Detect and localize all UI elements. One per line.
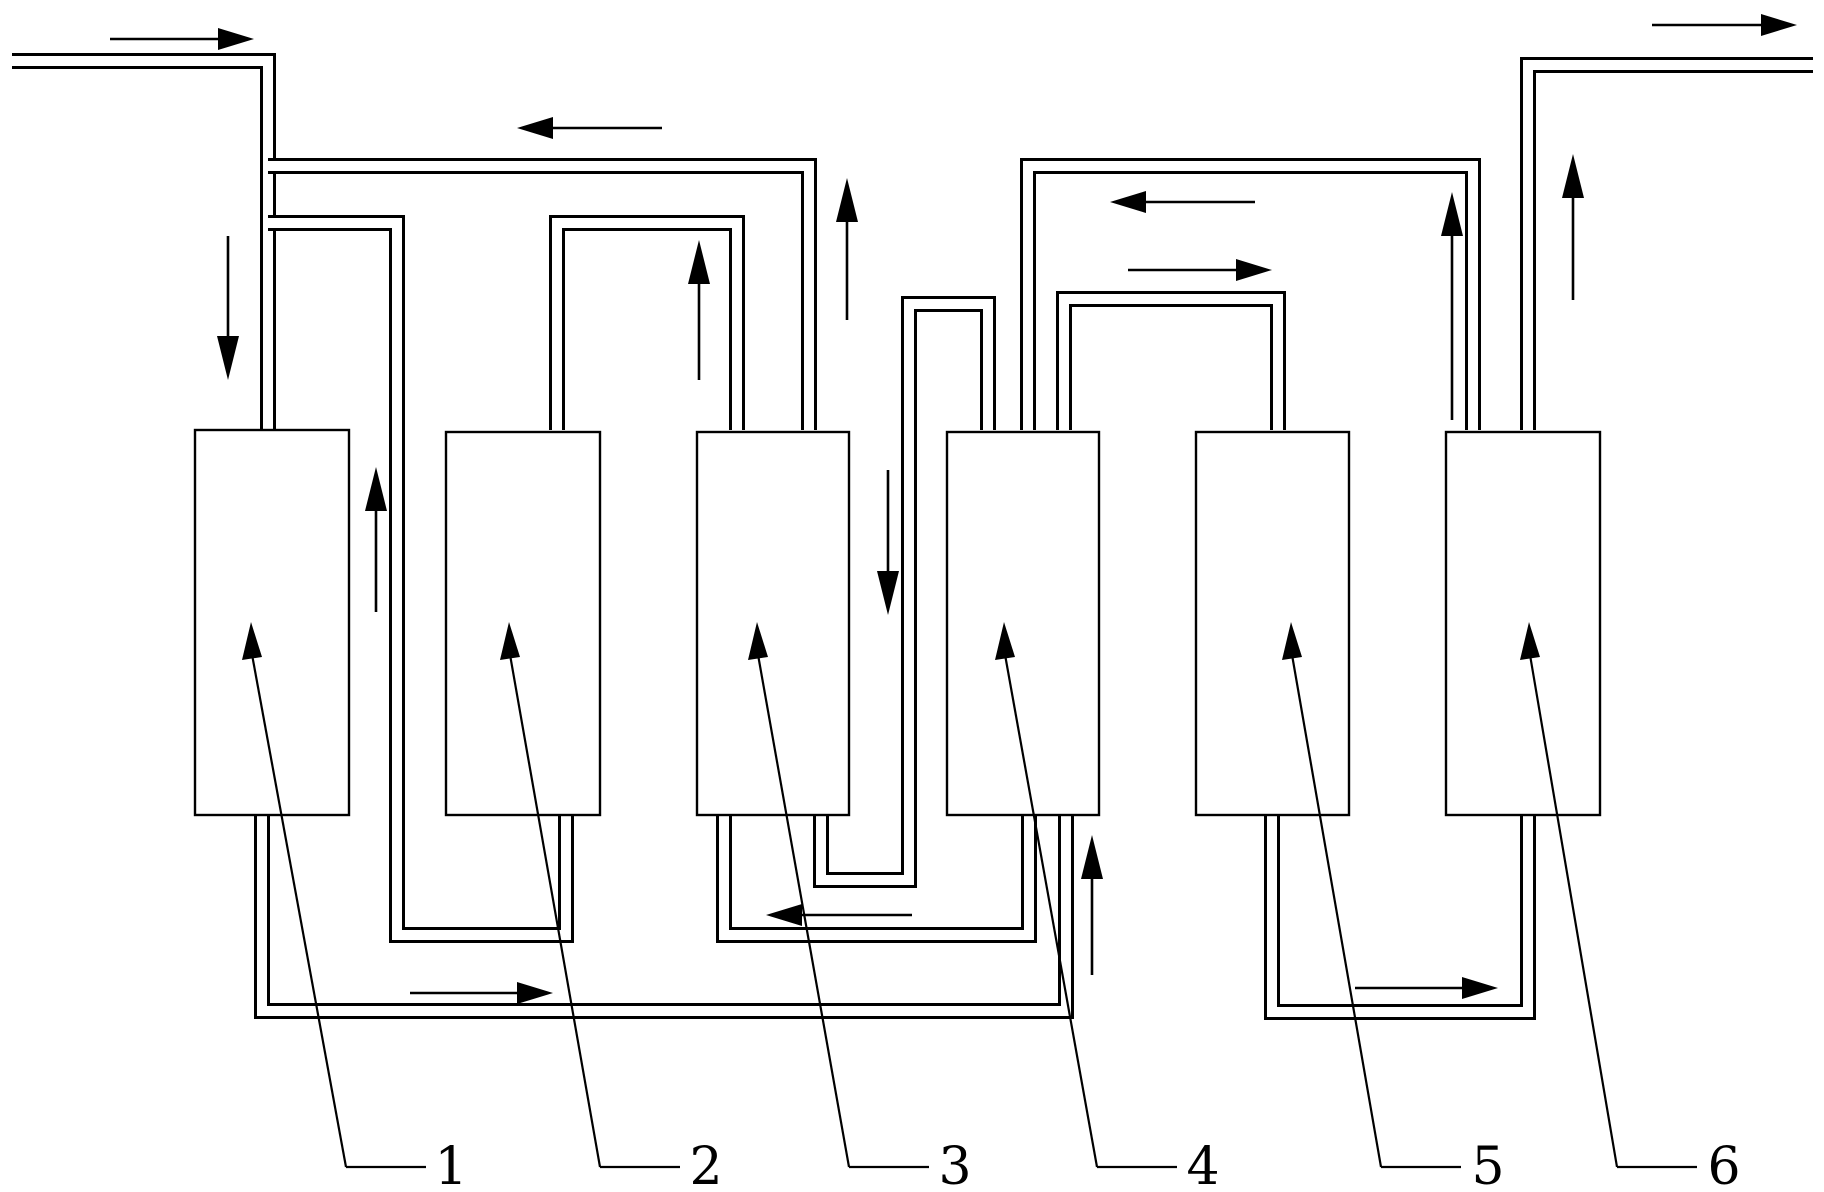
unit-1-box	[193, 428, 351, 817]
flow-arrow-up	[1562, 154, 1584, 300]
pipe-unit1-to-unit4-bottom	[254, 815, 1074, 1019]
outlet-pipe	[1520, 57, 1813, 430]
flow-arrow-up	[1441, 192, 1463, 420]
flow-arrow-up	[365, 467, 387, 612]
callout-labels: 1 2 3 4 5 6	[434, 1137, 1740, 1192]
flow-arrow-right	[1128, 259, 1272, 281]
pipe-unit3-to-unit4	[813, 296, 996, 888]
pipe-network	[12, 53, 1813, 1020]
callout-leader-4	[995, 622, 1177, 1169]
pipe-unit3-to-unit4-bottom	[716, 815, 1037, 943]
callout-label-1: 1	[434, 1137, 467, 1192]
callout-label-4: 4	[1186, 1137, 1219, 1192]
callout-leader-5	[1282, 622, 1461, 1169]
pipe-unit1-to-unit2	[268, 215, 574, 943]
flow-arrow-up	[836, 178, 858, 320]
flow-arrow-right	[1355, 977, 1498, 999]
flow-arrows	[110, 14, 1797, 1004]
flow-arrow-left	[1110, 191, 1255, 213]
unit-3-box	[695, 430, 851, 817]
flow-arrow-right	[110, 28, 254, 50]
pipe-unit4-to-unit5	[1056, 291, 1286, 430]
flow-arrow-right	[410, 982, 553, 1004]
pipe-unit2-to-unit3	[549, 215, 745, 430]
callout-label-2: 2	[689, 1137, 722, 1192]
pipe-unit6-to-unit4	[1020, 158, 1481, 430]
callout-leaders	[242, 622, 1697, 1169]
unit-5-box	[1194, 430, 1351, 817]
pipe-unit3-to-inlet	[268, 158, 817, 430]
units	[193, 428, 1602, 817]
callout-leader-6	[1520, 622, 1697, 1169]
inlet-pipe	[12, 53, 276, 430]
flow-arrow-down	[217, 236, 239, 380]
callout-leader-3	[748, 622, 929, 1169]
flow-arrow-left	[517, 117, 662, 139]
pipe-unit5-to-unit6	[1264, 815, 1536, 1020]
flow-arrow-up	[1081, 835, 1103, 975]
callout-leader-1	[242, 622, 426, 1169]
callout-label-5: 5	[1471, 1137, 1504, 1192]
callout-label-3: 3	[938, 1137, 971, 1192]
unit-2-box	[444, 430, 602, 817]
flow-arrow-left	[766, 904, 912, 926]
flow-arrow-right	[1652, 14, 1797, 36]
unit-6-box	[1444, 430, 1602, 817]
flow-arrow-down	[877, 470, 899, 615]
callout-leader-2	[500, 622, 680, 1169]
callout-label-6: 6	[1707, 1137, 1740, 1192]
flow-arrow-up	[688, 240, 710, 380]
